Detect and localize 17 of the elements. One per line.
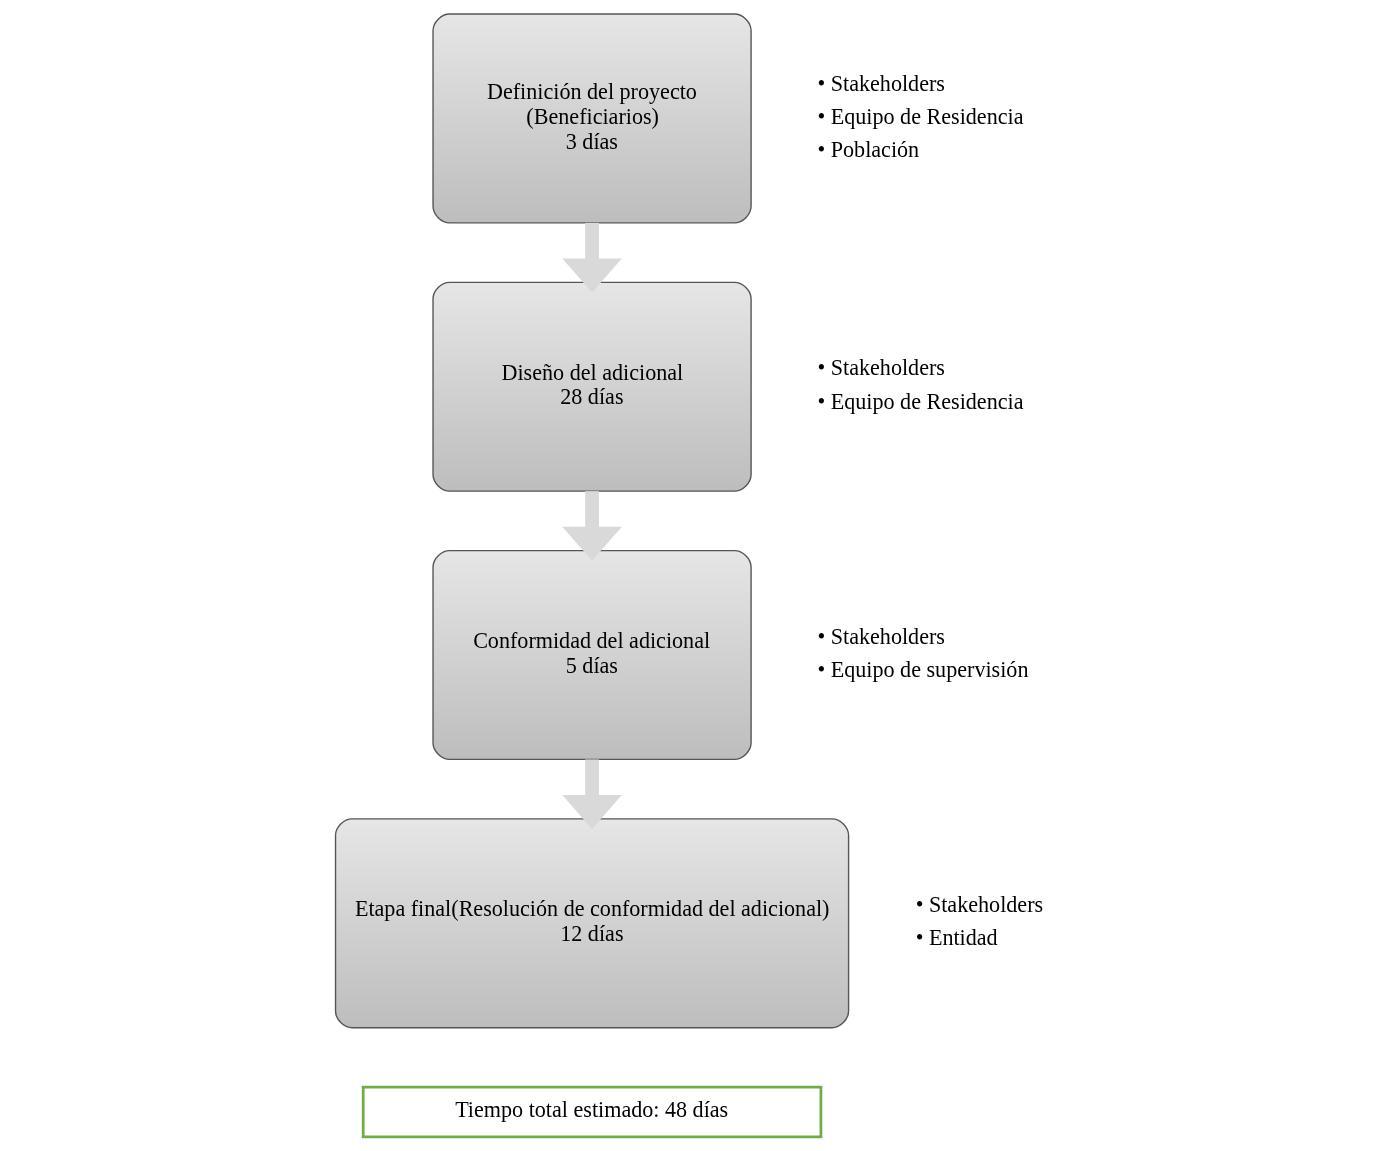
node-label: • Stakeholders <box>817 355 945 381</box>
arrow <box>562 491 622 561</box>
node-label: • Población <box>817 136 920 162</box>
arrow <box>562 222 622 293</box>
node-label: • Stakeholders <box>817 623 945 649</box>
node-label: • Entidad <box>915 925 998 951</box>
node-box: Conformidad del adicional 5 días <box>432 549 752 761</box>
arrow <box>562 759 622 829</box>
node-box: Tiempo total estimado: 48 días <box>361 1085 823 1139</box>
node-label: • Equipo de Residencia <box>817 103 1024 129</box>
node-label: • Stakeholders <box>915 891 1044 917</box>
node-box: Etapa final(Resolución de conformidad del adicional) 12 días <box>334 818 850 1029</box>
node-label: • Equipo de Residencia <box>817 388 1024 414</box>
node-box: Diseño del adicional 28 días <box>432 281 752 492</box>
node-label: • Equipo de supervisión <box>817 656 1029 682</box>
node-box: Definición del proyecto (Beneficiarios) 3 días <box>432 13 752 224</box>
node-label: • Stakeholders <box>817 70 945 96</box>
